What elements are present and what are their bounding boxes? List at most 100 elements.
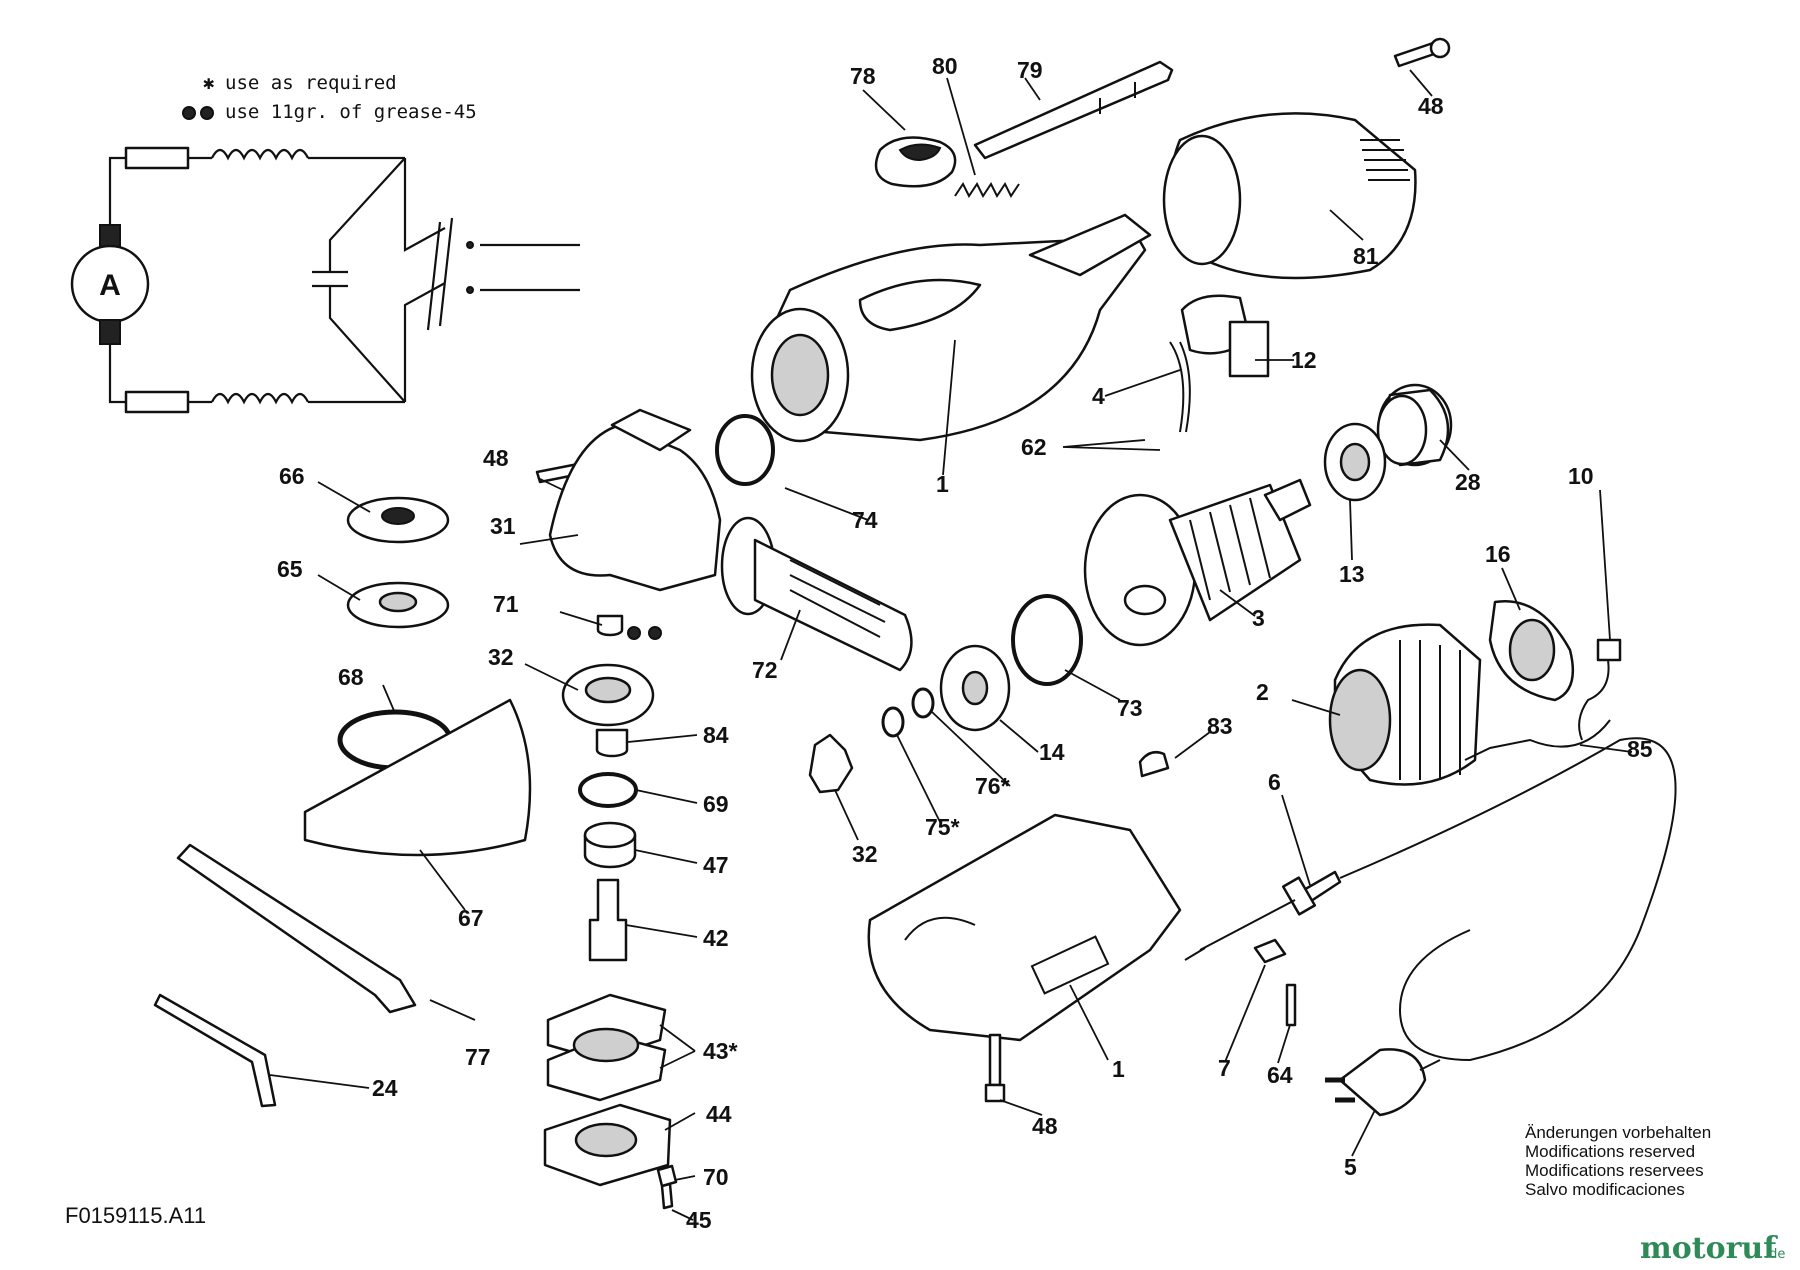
part-labels: 78 80 79 48 81 12 4 62 1 28 10 13 16 3 4… bbox=[277, 53, 1653, 1233]
motoruf-logo[interactable]: motoruf .de bbox=[1640, 1231, 1785, 1266]
retaining-ring-part bbox=[578, 772, 638, 808]
ring-part bbox=[715, 414, 775, 486]
resistor-bottom bbox=[124, 390, 190, 414]
modifications-line: Salvo modificaciones bbox=[1525, 1180, 1685, 1199]
part-label-48-gearhead: 48 bbox=[483, 445, 509, 471]
part-drawings bbox=[153, 37, 1677, 1210]
part-label-12: 12 bbox=[1291, 347, 1317, 373]
cable-clip-part bbox=[1138, 751, 1170, 778]
modifications-line: Modifications reserved bbox=[1525, 1142, 1695, 1161]
part-label-81: 81 bbox=[1353, 243, 1379, 269]
part-label-75: 75* bbox=[925, 814, 960, 840]
washer-part bbox=[911, 687, 935, 719]
bevel-gear-part bbox=[808, 733, 854, 794]
brush-bottom bbox=[99, 319, 121, 345]
part-label-2: 2 bbox=[1256, 679, 1269, 705]
cord-clamp-part bbox=[1253, 938, 1287, 964]
part-label-83: 83 bbox=[1207, 713, 1233, 739]
legend-notes: ✱ use as required use 11gr. of grease-45 bbox=[182, 72, 477, 123]
part-label-32-fan: 32 bbox=[488, 644, 514, 670]
part-label-48-bottom: 48 bbox=[1032, 1113, 1058, 1139]
part-label-1-top: 1 bbox=[936, 471, 949, 497]
part-label-44: 44 bbox=[706, 1101, 732, 1127]
part-label-48-top: 48 bbox=[1418, 93, 1444, 119]
modifications-line: Änderungen vorbehalten bbox=[1525, 1123, 1711, 1142]
part-label-80: 80 bbox=[932, 53, 958, 79]
grease-dot-icon bbox=[200, 106, 214, 120]
part-label-85: 85 bbox=[1627, 736, 1653, 762]
part-label-76: 76* bbox=[975, 773, 1010, 799]
part-label-7: 7 bbox=[1218, 1055, 1231, 1081]
switch-rod-part bbox=[973, 60, 1174, 160]
part-label-69: 69 bbox=[703, 791, 729, 817]
part-label-70: 70 bbox=[703, 1164, 729, 1190]
part-label-47: 47 bbox=[703, 852, 729, 878]
coil-bottom bbox=[211, 392, 309, 405]
gear-head-part bbox=[548, 423, 722, 592]
logo-suffix: .de bbox=[1765, 1247, 1785, 1262]
wire-part bbox=[1464, 719, 1611, 761]
spacer-part bbox=[595, 728, 629, 758]
part-label-4: 4 bbox=[1092, 383, 1105, 409]
screw-part bbox=[1285, 983, 1297, 1027]
part-label-68: 68 bbox=[338, 664, 364, 690]
part-label-3: 3 bbox=[1252, 605, 1265, 631]
modifications-notice: Änderungen vorbehalten Modifications res… bbox=[1525, 1123, 1711, 1199]
coil-top bbox=[211, 148, 309, 161]
resistor-top bbox=[124, 146, 190, 170]
capacitor-symbol bbox=[312, 270, 348, 288]
part-label-16: 16 bbox=[1485, 541, 1511, 567]
switch-symbol bbox=[426, 217, 454, 331]
wheel-guard-part bbox=[303, 698, 532, 857]
part-label-73: 73 bbox=[1117, 695, 1143, 721]
hex-key-part bbox=[153, 993, 277, 1108]
power-cord-part bbox=[1184, 737, 1677, 1062]
modifications-line: Modifications reservees bbox=[1525, 1161, 1704, 1180]
grease-dot-icon bbox=[648, 626, 662, 640]
part-label-32-bevel: 32 bbox=[852, 841, 878, 867]
part-label-74: 74 bbox=[852, 507, 878, 533]
part-label-84: 84 bbox=[703, 722, 729, 748]
motor-letter: A bbox=[99, 269, 121, 302]
washer-part bbox=[881, 706, 905, 738]
motor-housing-part bbox=[756, 213, 1147, 442]
figure-code: F0159115.A11 bbox=[65, 1203, 206, 1228]
screw-part bbox=[988, 1033, 1002, 1087]
part-label-13: 13 bbox=[1339, 561, 1365, 587]
note-use-as-required: use as required bbox=[225, 72, 397, 94]
part-label-43: 43* bbox=[703, 1038, 738, 1064]
part-label-10: 10 bbox=[1568, 463, 1594, 489]
ring-part bbox=[1011, 594, 1083, 686]
leader-lines bbox=[269, 69, 1633, 1221]
part-label-1-bottom: 1 bbox=[1112, 1056, 1125, 1082]
part-label-45: 45 bbox=[686, 1207, 712, 1233]
logo-text: motoruf bbox=[1640, 1231, 1778, 1266]
sleeve-part bbox=[596, 614, 624, 637]
brush-part bbox=[1596, 638, 1622, 662]
part-label-42: 42 bbox=[703, 925, 729, 951]
part-label-28: 28 bbox=[1455, 469, 1481, 495]
part-label-24: 24 bbox=[372, 1075, 398, 1101]
part-label-66: 66 bbox=[279, 463, 305, 489]
plug-part bbox=[1338, 1048, 1427, 1117]
part-label-31: 31 bbox=[490, 513, 516, 539]
spindle-part bbox=[588, 878, 628, 962]
part-label-78: 78 bbox=[850, 63, 876, 89]
part-label-62: 62 bbox=[1021, 434, 1047, 460]
grease-dot-icon bbox=[182, 106, 196, 120]
part-label-77: 77 bbox=[465, 1044, 491, 1070]
part-label-67: 67 bbox=[458, 905, 484, 931]
spanner-wrench-part bbox=[176, 843, 417, 1014]
part-label-79: 79 bbox=[1017, 57, 1043, 83]
part-label-14: 14 bbox=[1039, 739, 1065, 765]
asterisk-symbol: ✱ bbox=[203, 72, 214, 94]
part-label-6: 6 bbox=[1268, 769, 1281, 795]
screw-part bbox=[656, 1164, 678, 1210]
part-label-65: 65 bbox=[277, 556, 303, 582]
wiring-schematic: A bbox=[70, 146, 580, 414]
spring-part bbox=[954, 182, 1020, 198]
part-label-71: 71 bbox=[493, 591, 519, 617]
part-label-64: 64 bbox=[1267, 1062, 1293, 1088]
note-grease: use 11gr. of grease-45 bbox=[225, 101, 477, 123]
